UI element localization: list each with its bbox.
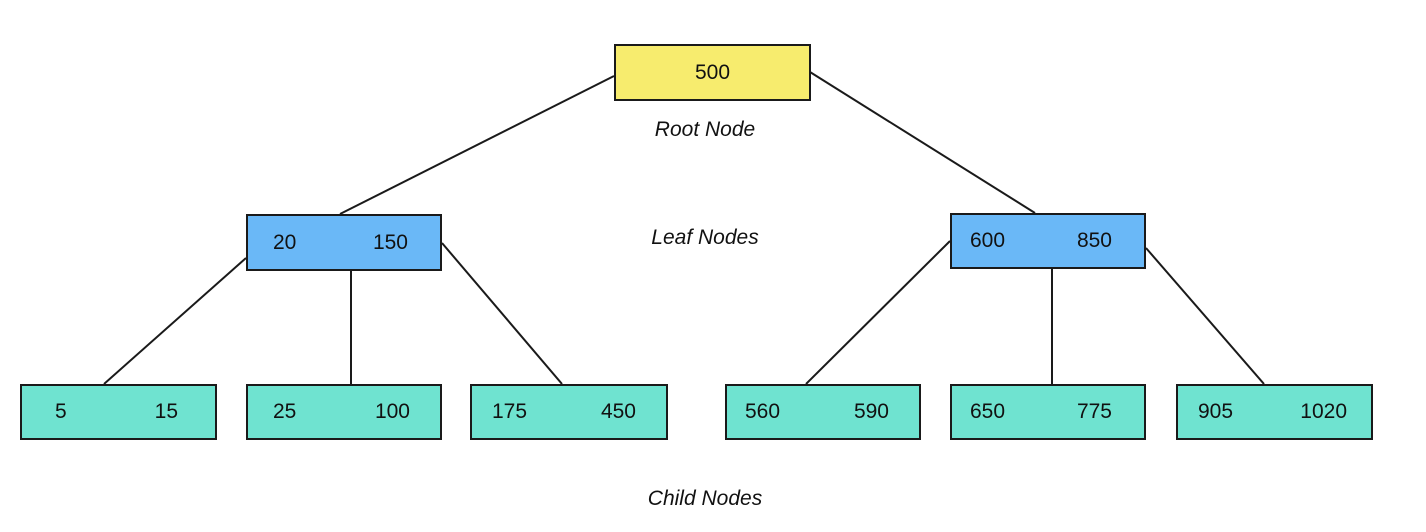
leaf-node-r2: 650 775 [950, 384, 1146, 440]
internal-node-right: 600 850 [950, 213, 1146, 269]
leaf-l2-key-2: 100 [374, 400, 410, 423]
leaf-r3-key-1: 905 [1198, 400, 1234, 423]
internal-right-key-2: 850 [1076, 229, 1112, 252]
leaf-node-r1: 560 590 [725, 384, 921, 440]
leaf-node-l1: 5 15 [20, 384, 217, 440]
leaf-l1-key-1: 5 [55, 400, 67, 423]
leaf-r1-key-1: 560 [745, 400, 781, 423]
leaf-l1-key-2: 15 [154, 400, 178, 423]
internal-node-left: 20 150 [246, 214, 442, 271]
leaf-l2-key-1: 25 [273, 400, 297, 423]
edge-right-r3 [1145, 247, 1265, 385]
root-caption: Root Node [654, 118, 756, 141]
edge-root-right [809, 71, 1036, 214]
edge-left-l3 [441, 242, 563, 385]
leaf-node-r3: 905 1020 [1176, 384, 1373, 440]
level2-caption: Child Nodes [647, 487, 763, 510]
leaf-l3-key-2: 450 [600, 400, 636, 423]
edge-left-l1 [103, 257, 247, 385]
leaf-r2-key-1: 650 [970, 400, 1006, 423]
level1-caption: Leaf Nodes [651, 226, 759, 249]
internal-right-key-1: 600 [970, 229, 1006, 252]
leaf-node-l3: 175 450 [470, 384, 668, 440]
leaf-r2-key-2: 775 [1076, 400, 1112, 423]
internal-left-key-2: 150 [372, 230, 408, 254]
leaf-r3-key-2: 1020 [1300, 400, 1347, 423]
edge-right-r1 [805, 240, 951, 385]
leaf-l3-key-1: 175 [492, 400, 528, 423]
root-key-1: 500 [694, 60, 731, 84]
internal-left-key-1: 20 [273, 230, 297, 254]
leaf-r1-key-2: 590 [853, 400, 889, 423]
leaf-node-l2: 25 100 [246, 384, 442, 440]
edge-root-left [339, 75, 615, 215]
root-node: 500 [614, 44, 811, 101]
